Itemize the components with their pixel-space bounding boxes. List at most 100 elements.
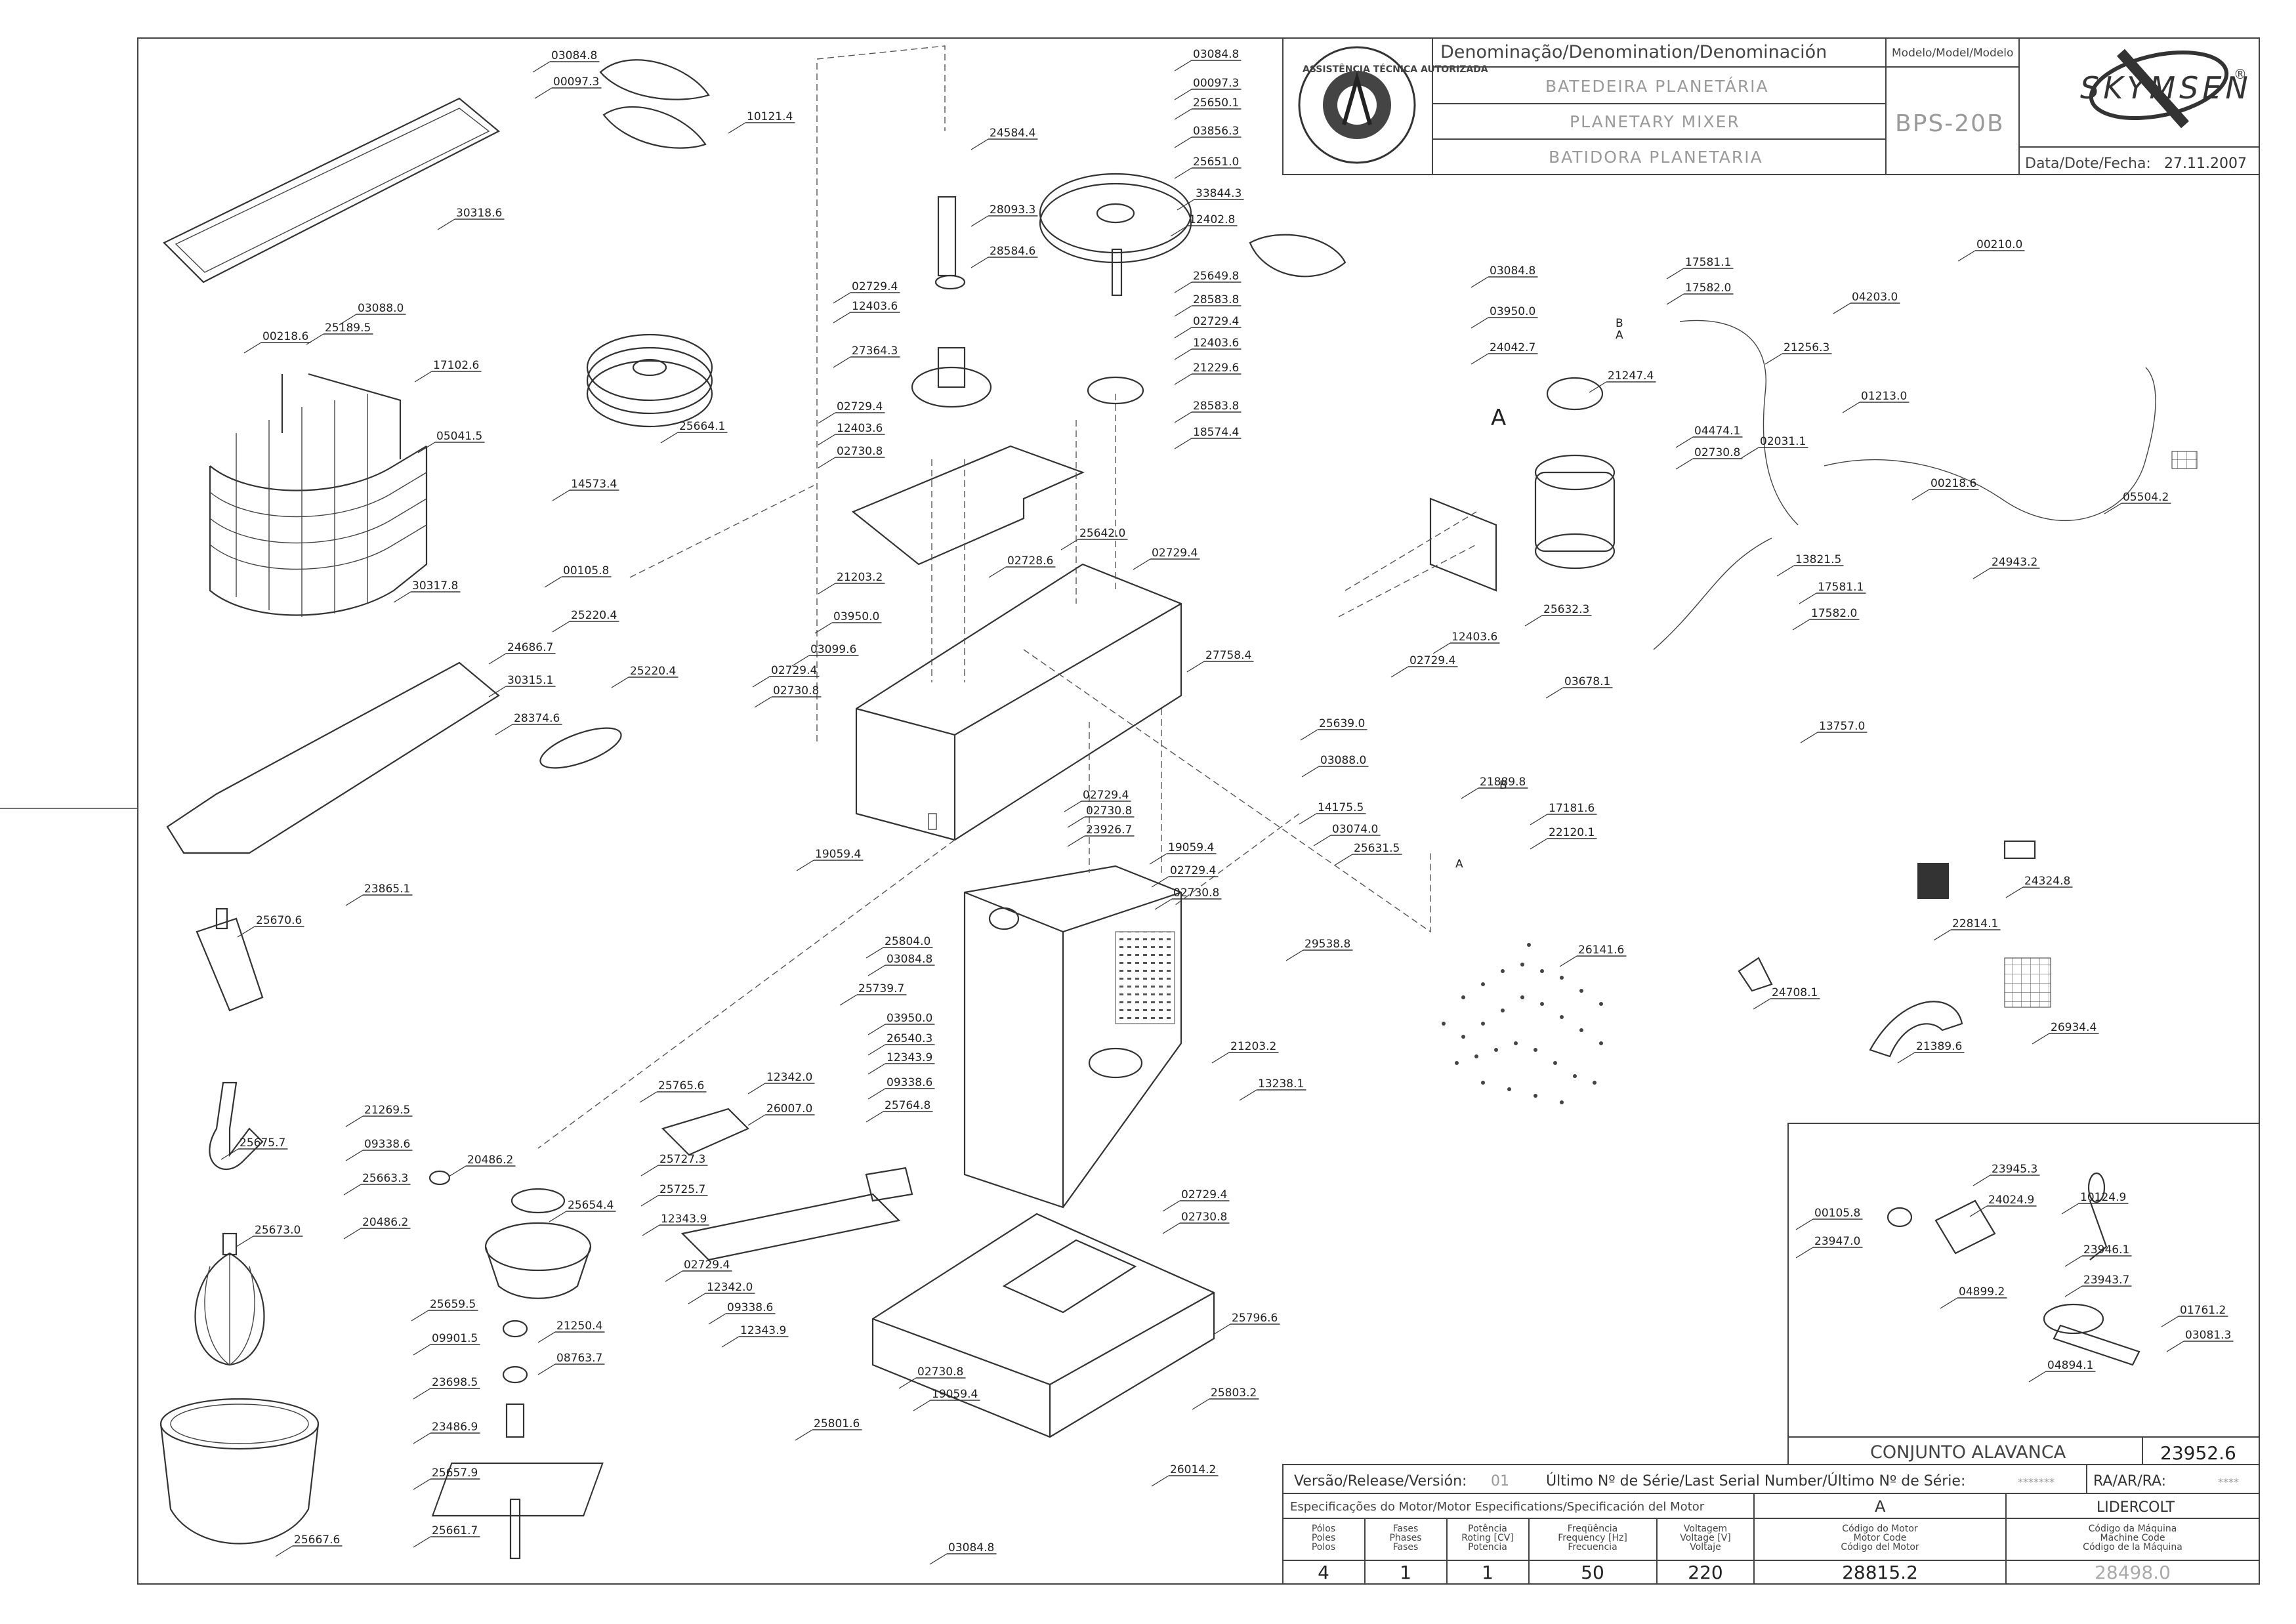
serial-value: ******* <box>2018 1476 2055 1488</box>
leader-line <box>818 434 836 446</box>
leader-line <box>728 122 746 134</box>
spec-column-header: Polos <box>1312 1542 1335 1552</box>
model-header: Modelo/Model/Modelo <box>1892 47 2013 60</box>
top-plate-part <box>851 445 1085 566</box>
leader-line <box>1675 436 1694 448</box>
spec-column-value: 1 <box>1400 1562 1411 1583</box>
part-number-label: 03084.8 <box>948 1541 994 1554</box>
part-number-label: 27364.3 <box>852 344 898 358</box>
part-number-label: 09338.6 <box>364 1138 410 1151</box>
leader-line <box>665 1270 683 1282</box>
part-number-label: 02729.4 <box>1181 1188 1227 1201</box>
spec-column-header: Fases <box>1393 1542 1419 1552</box>
part-number-label: 24584.4 <box>990 127 1035 140</box>
leader-line <box>1174 305 1192 317</box>
spec-column-header: Potencia <box>1468 1542 1507 1552</box>
leader-line <box>971 215 989 227</box>
cable-part <box>1679 320 1799 526</box>
part-number-label: 23946.1 <box>2083 1243 2129 1257</box>
leader-line <box>1940 1297 1958 1309</box>
part-number-label: 30317.8 <box>412 579 458 593</box>
leader-line <box>867 1044 886 1056</box>
part-number-label: 24024.9 <box>1988 1194 2034 1207</box>
wire-guard-part <box>209 373 428 617</box>
assembly-markers: A B A B A <box>1455 317 1623 871</box>
leader-line <box>2064 1255 2083 1267</box>
leader-line <box>814 622 833 634</box>
ra-label: RA/AR/RA: <box>2093 1473 2166 1489</box>
leader-line <box>1911 489 1930 501</box>
part-number-label: 02730.8 <box>1694 446 1740 459</box>
leader-line <box>1213 1323 1231 1335</box>
leader-line <box>988 566 1007 578</box>
part-number-label: 03081.3 <box>2185 1329 2231 1342</box>
leader-line <box>818 412 836 424</box>
leader-line <box>791 655 810 667</box>
part-number-label: 24686.7 <box>507 641 553 654</box>
assembly-line <box>537 839 955 1149</box>
leader-line <box>537 1364 556 1375</box>
leader-line <box>1666 268 1684 280</box>
leader-line <box>2028 1371 2047 1383</box>
warning-decal-part <box>1917 863 1949 899</box>
part-number-label: 04899.2 <box>1959 1285 2005 1299</box>
leader-line <box>488 686 507 697</box>
part-number-label: 28583.8 <box>1193 400 1239 413</box>
leader-line <box>708 1313 726 1325</box>
leader-line <box>1799 593 1817 604</box>
bearing-part <box>934 274 966 290</box>
leader-line <box>537 1331 556 1343</box>
motor-part <box>1429 377 1616 592</box>
leader-line <box>1149 853 1167 865</box>
leader-line <box>345 1115 364 1127</box>
shield-part <box>1869 1001 1963 1058</box>
spec-column-header: Código de la Máquina <box>2083 1542 2182 1552</box>
leader-line <box>642 1224 660 1236</box>
guard-frame-inner <box>175 108 490 273</box>
leader-line <box>236 1236 254 1247</box>
part-number-label: 25664.1 <box>679 420 725 433</box>
leader-line <box>552 621 570 633</box>
lever-plate-part <box>865 1167 913 1202</box>
assembly-line <box>931 394 1116 682</box>
date-label: Data/Dote/Fecha: <box>2025 156 2151 172</box>
spec-column-header: Phases <box>1389 1533 1421 1543</box>
leader-line <box>411 1310 429 1322</box>
part-number-label: 09338.6 <box>727 1301 773 1314</box>
part-number-label: 24042.7 <box>1490 341 1535 354</box>
leader-line <box>2061 1203 2079 1215</box>
part-number-label: 21889.8 <box>1480 776 1526 789</box>
leader-line <box>1151 1475 1169 1487</box>
part-number-label: 02729.4 <box>684 1259 730 1272</box>
leader-line <box>2064 1285 2083 1297</box>
leader-line <box>833 356 851 368</box>
leader-line <box>488 653 507 665</box>
leader-line <box>1530 838 1548 850</box>
spec-column-header: Motor Code <box>1854 1533 1907 1543</box>
part-callouts: 10121.430318.603084.800097.325664.114573… <box>220 48 2234 1565</box>
part-number-label: 21389.6 <box>1916 1040 1962 1053</box>
leader-line <box>640 1165 659 1176</box>
upper-housing-part <box>855 563 1182 841</box>
leader-line <box>275 1545 293 1557</box>
leader-line <box>1067 835 1085 847</box>
part-number-label: 25632.3 <box>1543 603 1589 616</box>
part-number-label: 25639.0 <box>1319 717 1365 730</box>
lever-arm-part <box>680 1193 901 1261</box>
part-number-label: 23926.7 <box>1086 823 1132 837</box>
part-number-label: 03084.8 <box>1490 264 1535 278</box>
model-code: BPS-20B <box>1895 110 2005 137</box>
pulley-hub-part <box>1087 376 1144 405</box>
parts-drawings <box>159 45 2198 1560</box>
leader-line <box>534 87 553 99</box>
column-part <box>963 865 1182 1209</box>
part-number-label: 02729.4 <box>1170 864 1216 877</box>
part-number-label: 10124.9 <box>2080 1191 2126 1204</box>
spec-column-header: Machine Code <box>2100 1533 2165 1543</box>
inset-code: 23952.6 <box>2160 1442 2236 1464</box>
part-number-label: 17582.0 <box>1685 281 1731 295</box>
leader-line <box>220 1148 239 1160</box>
part-number-label: 25727.3 <box>659 1153 705 1166</box>
leader-line <box>1432 642 1451 654</box>
part-number-label: 27758.4 <box>1205 649 1251 662</box>
